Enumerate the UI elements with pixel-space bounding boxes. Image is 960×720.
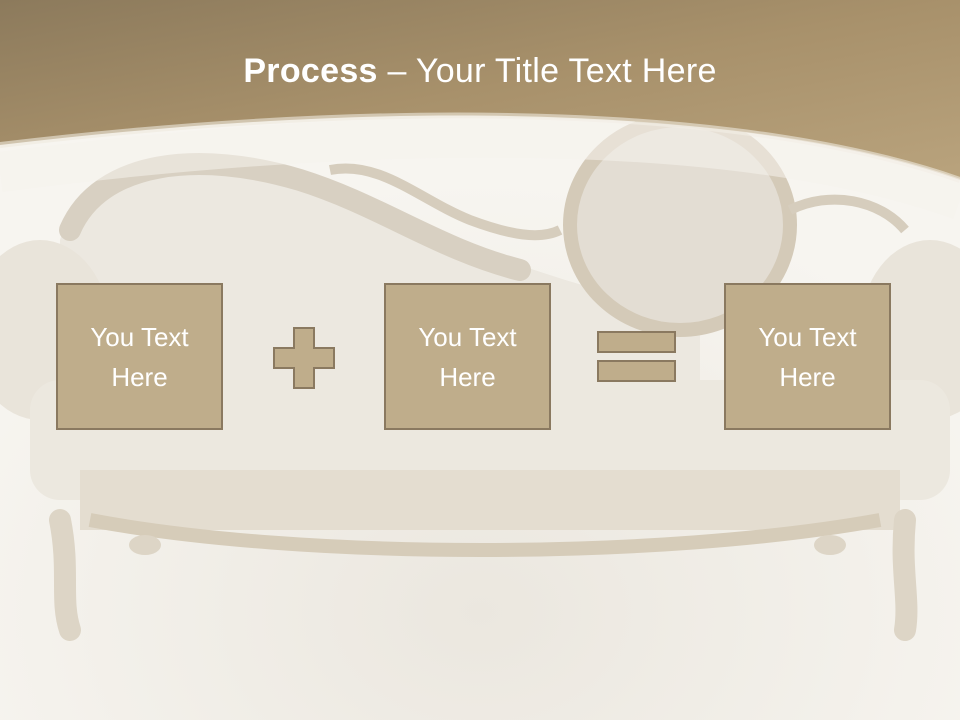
slide-title: Process – Your Title Text Here [0,52,960,91]
title-bold-part: Process [243,52,378,90]
process-box-3[interactable]: You Text Here [724,283,891,430]
process-box-3-label: You Text Here [758,321,857,392]
process-box-1[interactable]: You Text Here [56,283,223,430]
process-box-2-label: You Text Here [418,321,517,392]
equals-icon [597,331,676,382]
plus-icon [273,327,335,389]
process-box-2[interactable]: You Text Here [384,283,551,430]
process-box-1-label: You Text Here [90,321,189,392]
title-rest-part: – Your Title Text Here [377,52,717,90]
